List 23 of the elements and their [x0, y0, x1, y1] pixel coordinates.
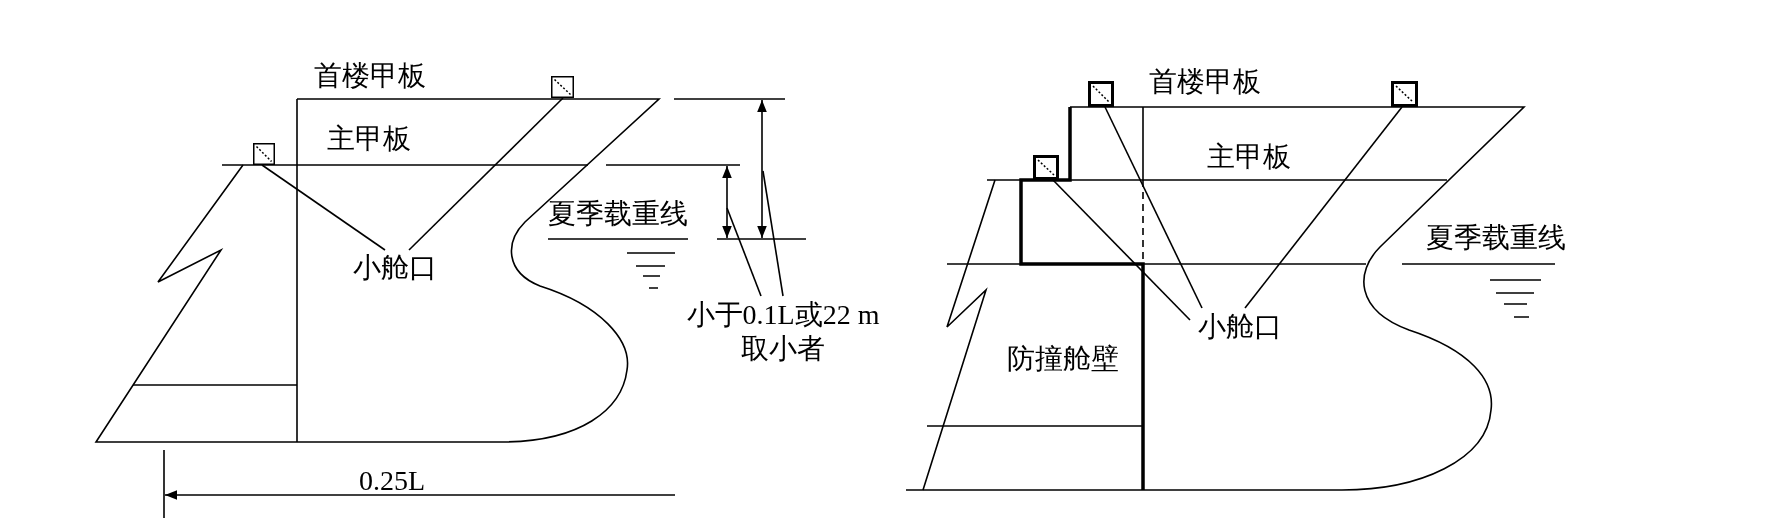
leader-line	[1052, 179, 1191, 321]
hatch-symbol	[1391, 81, 1418, 107]
leader-line	[1244, 106, 1403, 309]
part-label: 防撞舱壁	[1007, 344, 1119, 374]
leader-line	[261, 164, 386, 251]
leader-line	[762, 170, 784, 297]
leader-line	[408, 97, 564, 251]
part-label: 夏季载重线	[1426, 223, 1566, 253]
part-label: 首楼甲板	[1149, 67, 1261, 97]
part-label: 主甲板	[1207, 142, 1291, 172]
part-label: 夏季载重线	[548, 199, 688, 229]
part-label: 0.25L	[359, 466, 426, 496]
callout-text: 小于0.1L或22 m取小者	[676, 298, 890, 366]
part-label: 首楼甲板	[314, 61, 426, 91]
callout-text: 小舱口	[1190, 310, 1290, 344]
hatch-symbol	[1033, 155, 1059, 180]
hatch-symbol	[253, 143, 275, 165]
part-label: 主甲板	[327, 124, 411, 154]
callout-text: 小舱口	[345, 251, 445, 285]
leader-line	[1104, 106, 1203, 309]
hatch-symbol	[551, 76, 574, 98]
hatch-symbol	[1088, 81, 1114, 107]
leader-line	[726, 207, 762, 297]
